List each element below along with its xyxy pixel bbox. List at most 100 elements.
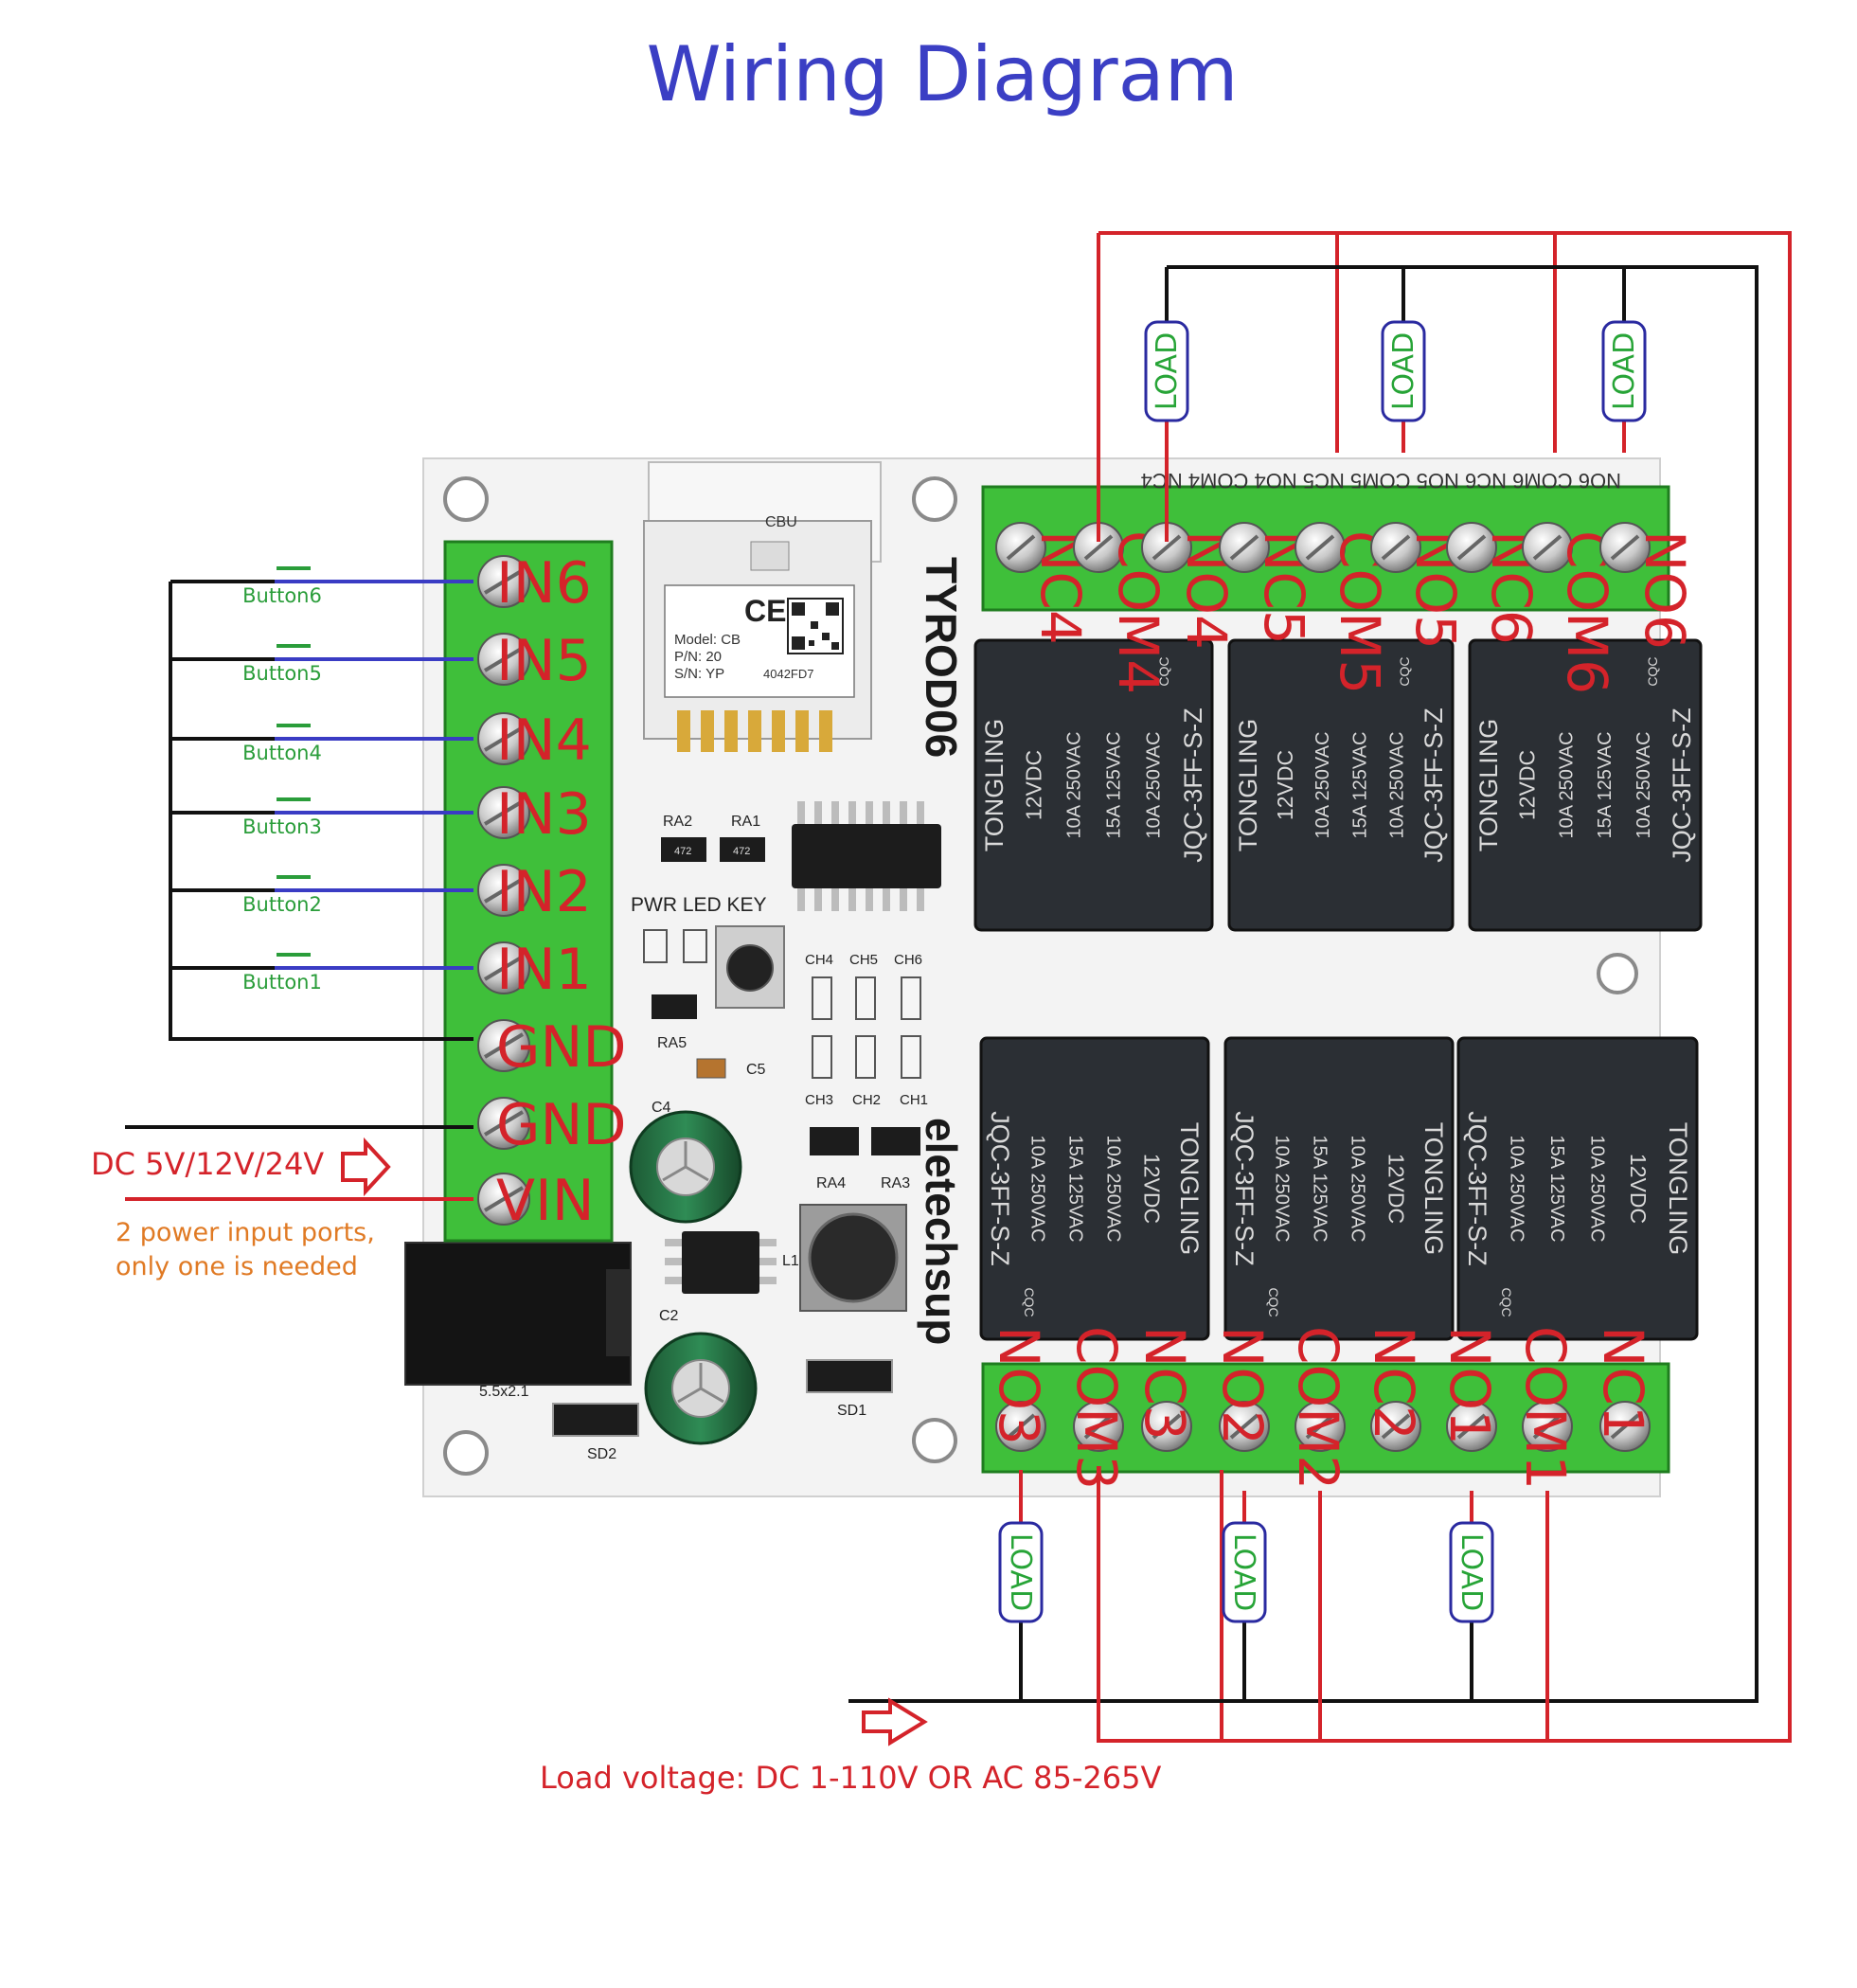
channel-leds [812,976,921,1079]
relay-cqc-mark: CQC [1266,1287,1281,1316]
module-pn: P/N: 20 [674,649,722,665]
module-model: Model: CB [674,632,741,648]
input-terminal-label: IN6 [496,550,592,617]
input-terminal-screw [477,864,530,917]
page-title: Wiring Diagram [646,30,1238,118]
top-terminal-screw [1370,522,1421,573]
board-brand: eletechsup [917,1118,966,1345]
relay-cqc-mark: CQC [1156,656,1171,686]
bottom-terminal-label: COM3 [1064,1326,1129,1490]
load-return-black-wire [848,265,1759,1703]
relay-body [1227,638,1455,932]
relay-cqc-mark: CQC [1022,1287,1037,1316]
bottom-terminal-screw [1522,1401,1573,1452]
input-terminal-label: IN4 [496,707,592,774]
relay-marking: 10A 250VAC [1312,731,1333,838]
bottom-terminal-screw [1073,1401,1124,1452]
module-pins [677,710,832,752]
dc-jack-label: 5.5x2.1 [479,1384,529,1400]
input-terminal-screw [477,555,530,608]
load-label: LOAD [1608,332,1641,410]
mounting-hole [912,476,957,522]
relay-marking: 12VDC [1139,1154,1164,1224]
bottom-terminal-label: COM1 [1513,1326,1578,1490]
power-note-line2: only one is needed [116,1252,358,1281]
bottom-terminal-label: NC3 [1133,1326,1197,1441]
relay-marking: 12VDC [1022,750,1046,820]
module-sn: S/N: YP [674,666,724,682]
ch2-label: CH2 [852,1092,881,1108]
input-terminal-label: VIN [496,1168,595,1234]
relay-marking: 10A 250VAC [1144,731,1165,838]
relay-body [1468,638,1703,932]
relay-marking: 10A 250VAC [1556,731,1577,838]
bottom-terminal-screw [995,1401,1046,1452]
bottom-terminal-label: NC1 [1591,1326,1655,1441]
relay-marking: 10A 250VAC [1347,1135,1367,1242]
relay-body [1456,1036,1699,1341]
ic-chip [792,801,941,911]
bottom-terminal-label: NC2 [1362,1326,1426,1441]
relay-marking: 15A 125VAC [1546,1135,1567,1242]
bottom-terminal-screw [1446,1401,1497,1452]
resistor-code: 472 [733,846,750,857]
power-note-line1: 2 power input ports, [116,1218,375,1247]
bottom-terminal-screw [1219,1401,1270,1452]
top-terminal-screw [1446,522,1497,573]
relay-marking: JQC-3FF-S-Z [986,1111,1014,1265]
input-terminal-screws [477,555,530,1226]
bottom-terminal-label: NO3 [987,1326,1051,1445]
relay-marking: 10A 250VAC [1587,1135,1608,1242]
input-terminal-screw [477,1173,530,1226]
diode-sd2 [552,1403,639,1437]
relay-marking: 15A 125VAC [1104,731,1125,838]
button-switch: Button3 [170,797,473,838]
relay-marking: TONGLING [980,719,1009,852]
mounting-holes [443,476,1638,1476]
button-switch: Button5 [170,644,473,685]
relay-marking: TONGLING [1474,719,1503,852]
relay-marking: 15A 125VAC [1349,731,1370,838]
relay-body [1223,1036,1455,1341]
sd2-label: SD2 [587,1446,616,1462]
ra4-label: RA4 [816,1175,846,1191]
button-switch: Button2 [170,875,473,916]
mounting-hole [443,476,489,522]
relay-marking: 10A 250VAC [1064,731,1085,838]
relay: TONGLING 12VDC 10A 250VAC 15A 125VAC 10A 250… [973,638,1214,932]
button-wires: Button6Button5Button4Button3Button2Butto… [170,566,473,994]
relay-marking: 12VDC [1626,1154,1651,1224]
input-terminal-label: IN3 [496,781,592,848]
load-label: LOAD [1387,332,1420,410]
load-voltage-label: Load voltage: DC 1-110V OR AC 85-265V [540,1760,1161,1796]
relays: TONGLING 12VDC 10A 250VAC 15A 125VAC 10A 250… [973,638,1703,1341]
wifi-module: CBU CE Model: CB P/N: 20 S/N: YP 4042FD7 [643,461,882,752]
input-terminal-label: GND [496,1014,627,1081]
capacitor-c2 [644,1332,758,1445]
load-box: LOAD [1601,320,1647,422]
c4-label: C4 [652,1100,671,1116]
mounting-hole [1597,953,1638,994]
relay-marking: TONGLING [1234,719,1262,852]
key-button[interactable] [715,925,785,1009]
relay-marking: TONGLING [1420,1122,1448,1256]
ch4-label: CH4 [805,952,833,968]
bottom-terminal-label: NO1 [1437,1326,1502,1445]
relay-marking: 10A 250VAC [1386,731,1407,838]
ra2-label: RA2 [663,814,692,830]
relay-marking: 10A 250VAC [1507,1135,1527,1242]
relay-marking: JQC-3FF-S-Z [1420,707,1448,862]
inductor-l1 [799,1204,907,1312]
button-common-wire [169,582,473,1041]
relay-marking: JQC-3FF-S-Z [1463,1111,1491,1265]
top-terminal-screw [1522,522,1573,573]
input-terminal-screw [477,1097,530,1150]
load-box: LOAD [1449,1521,1494,1623]
ch6-label: CH6 [894,952,922,968]
board-model-name: TYROD06 [917,557,966,758]
load-box: LOAD [1144,320,1189,422]
module-code: 4042FD7 [763,667,813,681]
pcb-board: CBU CE Model: CB P/N: 20 S/N: YP 4042FD7 [404,457,1661,1497]
